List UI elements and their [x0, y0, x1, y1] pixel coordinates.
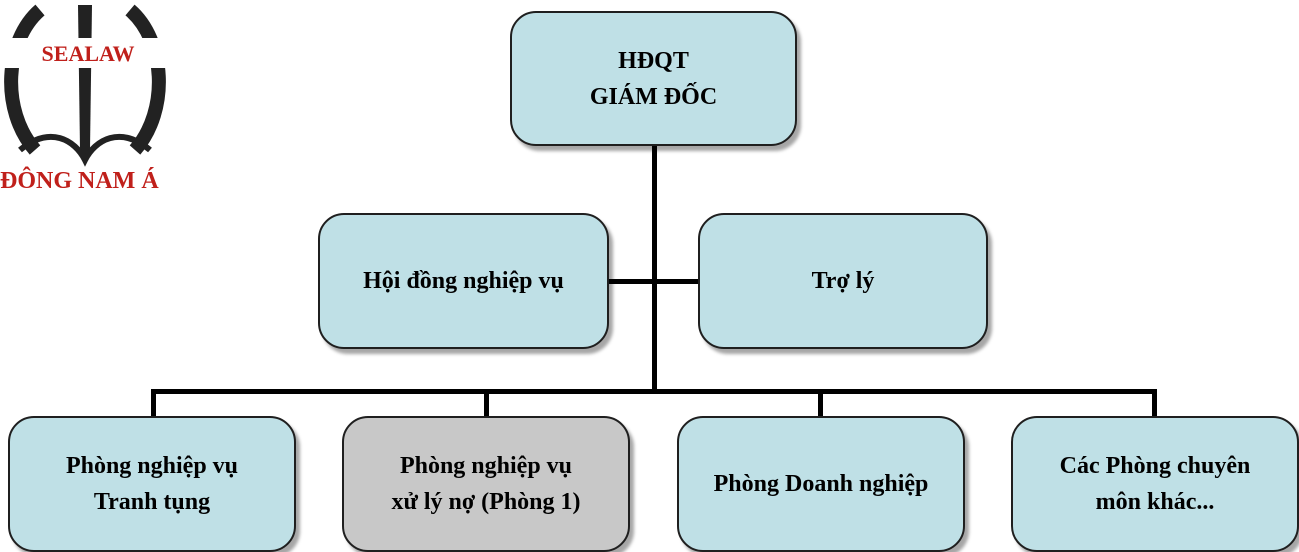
node-assistant: Trợ lý	[698, 213, 988, 349]
logo-emblem-text: SEALAW	[42, 41, 135, 66]
node-dept-debt-line1: Phòng nghiệp vụ	[399, 453, 573, 479]
node-assistant-label: Trợ lý	[811, 268, 875, 294]
node-professional-council-label: Hội đồng nghiệp vụ	[363, 268, 564, 294]
node-dept-other-line2: môn khác...	[1095, 489, 1215, 515]
node-dept-debt: Phòng nghiệp vụ xử lý nợ (Phòng 1)	[342, 416, 630, 552]
node-dept-debt-line2: xử lý nợ (Phòng 1)	[391, 489, 581, 515]
connector-drop-4	[1152, 389, 1157, 417]
connector-middle-bar	[607, 279, 700, 284]
node-board-director-line1: HĐQT	[618, 47, 689, 74]
node-board-director-line2: GIÁM ĐỐC	[589, 83, 718, 110]
connector-trunk	[652, 145, 657, 393]
logo-caption: ĐÔNG NAM Á	[0, 168, 159, 194]
node-board-director: HĐQT GIÁM ĐỐC	[510, 11, 797, 146]
node-dept-other-line1: Các Phòng chuyên	[1059, 453, 1251, 479]
node-dept-litigation-line2: Tranh tụng	[93, 489, 211, 515]
node-dept-other: Các Phòng chuyên môn khác...	[1011, 416, 1299, 552]
node-professional-council: Hội đồng nghiệp vụ	[318, 213, 609, 349]
sealaw-logo: SEALAW	[0, 4, 176, 167]
node-dept-litigation-line1: Phòng nghiệp vụ	[65, 453, 239, 479]
connector-drop-2	[484, 389, 489, 417]
node-dept-enterprise-label: Phòng Doanh nghiệp	[713, 471, 929, 497]
connector-drop-3	[818, 389, 823, 417]
connector-bottom-bar	[151, 389, 1157, 394]
node-dept-enterprise: Phòng Doanh nghiệp	[677, 416, 965, 552]
node-dept-litigation: Phòng nghiệp vụ Tranh tụng	[8, 416, 296, 552]
connector-drop-1	[151, 389, 156, 417]
